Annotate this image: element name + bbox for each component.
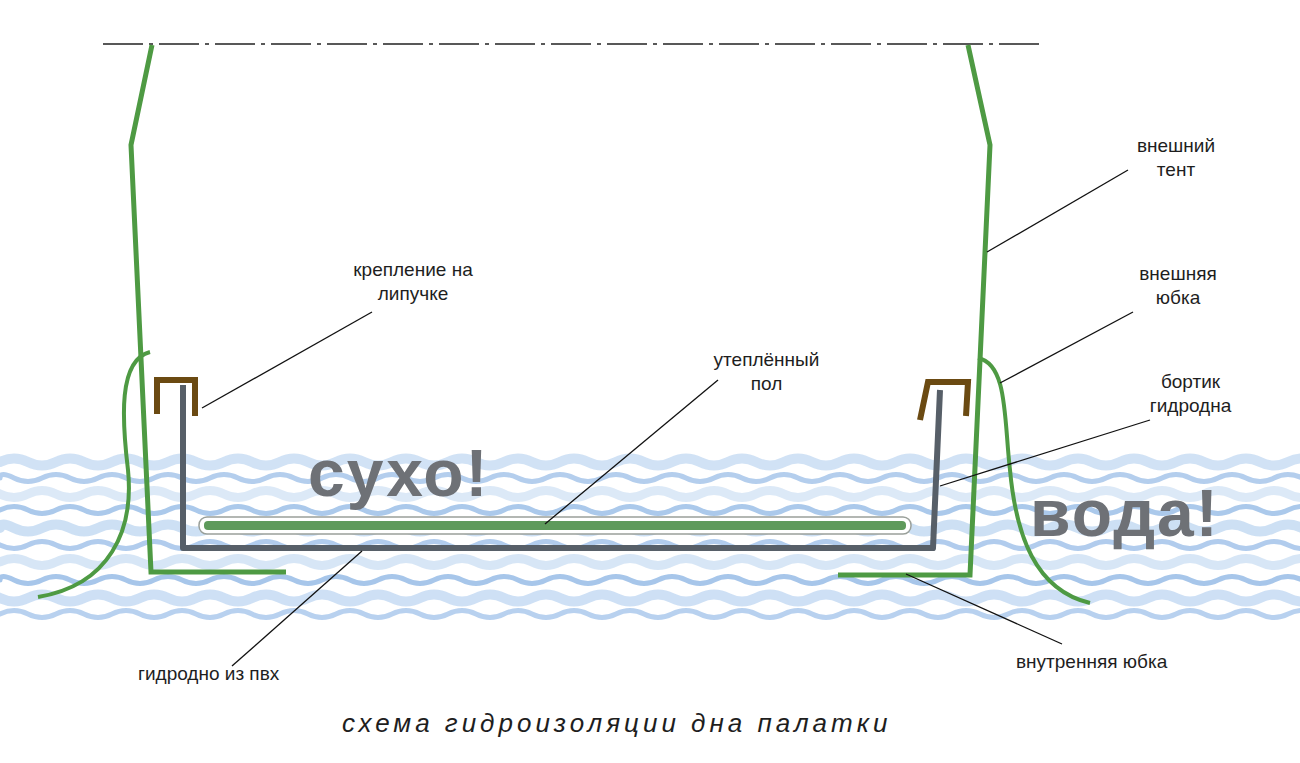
axis-line <box>103 43 1045 45</box>
wave-stroke <box>0 559 1300 566</box>
wave-stroke <box>0 595 1300 602</box>
velcro <box>157 380 195 416</box>
wave-stroke <box>0 611 1300 618</box>
outer-tent-wall <box>131 45 286 572</box>
water-waves <box>0 459 1300 618</box>
part-label: крепление на липучке <box>338 258 488 306</box>
wave-stroke <box>0 459 1300 466</box>
outer-tent-wall <box>838 45 990 575</box>
wave-stroke <box>0 577 1300 584</box>
leader-line <box>1000 312 1133 383</box>
leader-line <box>906 574 1062 644</box>
part-label: бортик гидродна <box>1133 370 1248 418</box>
leader-line <box>202 312 372 408</box>
outer-skirt <box>38 352 150 597</box>
insulated-floor-border <box>199 517 911 534</box>
leader-line <box>545 380 718 524</box>
leader-line <box>232 551 362 666</box>
part-label: внешняя юбка <box>1123 262 1233 310</box>
velcro <box>920 382 968 420</box>
pvc-floor <box>183 385 940 548</box>
area-note: сухо! <box>308 438 490 508</box>
leader-line <box>987 170 1128 252</box>
leader-line <box>940 420 1150 486</box>
part-label: гидродно из пвх <box>138 662 279 686</box>
insulated-floor <box>204 521 906 530</box>
part-label: внутренняя юбка <box>1016 650 1167 674</box>
area-note: вода! <box>1030 478 1220 548</box>
part-label: утеплённый пол <box>704 348 829 396</box>
caption: схема гидроизоляции дна палатки <box>342 708 891 739</box>
part-label: внешний тент <box>1126 134 1226 182</box>
